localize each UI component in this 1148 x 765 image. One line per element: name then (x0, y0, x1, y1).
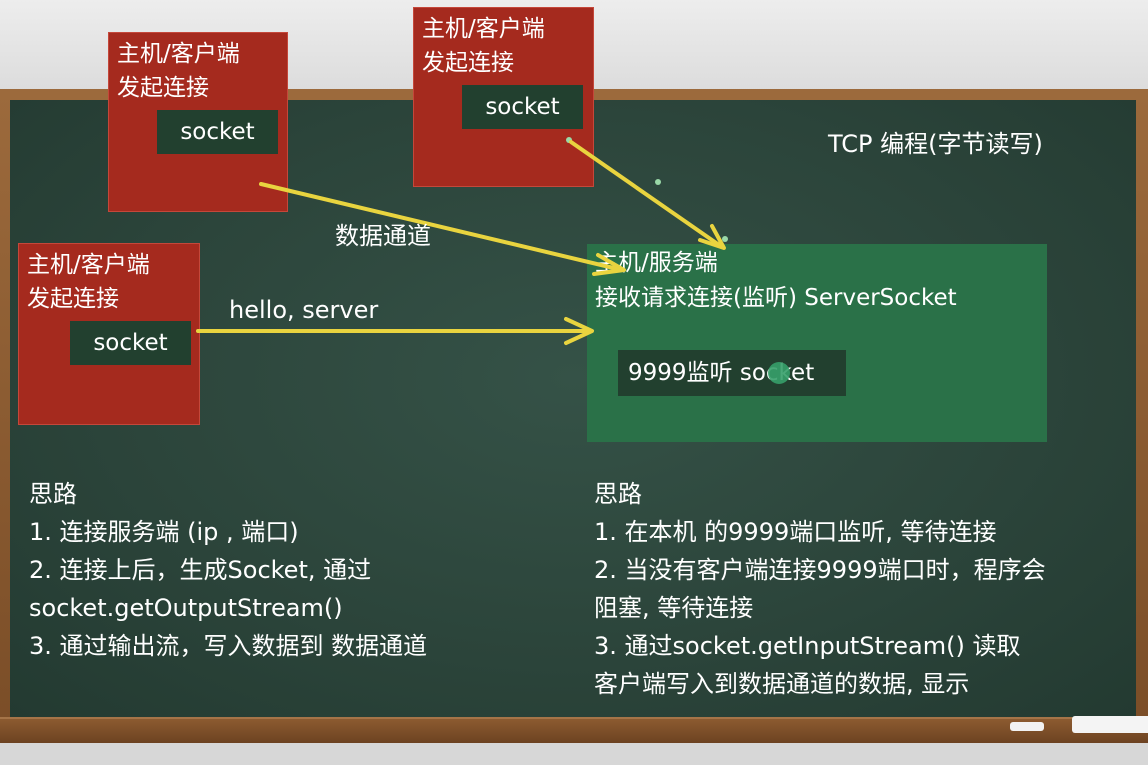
client-2-line2: 发起连接 (422, 50, 514, 76)
client-1-line1: 主机/客户端 (117, 41, 240, 67)
client-2-line1: 主机/客户端 (422, 16, 545, 42)
laser-dot (655, 179, 661, 185)
server-note-heading: 思路 (594, 480, 642, 508)
arrow-end-dot (722, 236, 728, 242)
arrow-client2-to-server (569, 140, 724, 249)
client-note-line: socket.getOutputStream() (29, 594, 343, 622)
client-box-1: 主机/客户端 发起连接 socket (108, 32, 288, 212)
arrow-client2-head (698, 224, 726, 250)
server-notes: 思路 1. 在本机 的9999端口监听, 等待连接 2. 当没有客户端连接999… (594, 475, 1046, 703)
client-note-line: 2. 连接上后，生成Socket, 通过 (29, 556, 372, 584)
client-3-socket: socket (70, 321, 191, 365)
client-note-heading: 思路 (29, 480, 77, 508)
client-notes: 思路 1. 连接服务端 (ip , 端口) 2. 连接上后，生成Socket, … (29, 475, 427, 665)
diagram-title: TCP 编程(字节读写) (828, 130, 1043, 158)
arrow-start-dot (566, 137, 572, 143)
client-box-3: 主机/客户端 发起连接 socket (18, 243, 200, 425)
arrow-client1-head (592, 253, 626, 276)
cursor-marker (768, 362, 790, 384)
client-1-line2: 发起连接 (117, 75, 209, 101)
server-note-line: 3. 通过socket.getInputStream() 读取 (594, 632, 1021, 660)
client-1-socket: socket (157, 110, 278, 154)
eraser (1072, 716, 1148, 733)
arrow-client1-to-server (259, 182, 624, 272)
server-note-line: 1. 在本机 的9999端口监听, 等待连接 (594, 518, 997, 546)
data-channel-label: 数据通道 (335, 222, 431, 250)
client-note-line: 1. 连接服务端 (ip , 端口) (29, 518, 299, 546)
floor (0, 743, 1148, 765)
client-note-line: 3. 通过输出流，写入数据到 数据通道 (29, 632, 428, 660)
client-3-title: 主机/客户端 发起连接 (27, 248, 150, 316)
client-2-title: 主机/客户端 发起连接 (422, 12, 545, 80)
server-title: 主机/服务端 接收请求连接(监听) ServerSocket (595, 246, 957, 316)
client-3-line2: 发起连接 (27, 286, 119, 312)
server-note-line: 阻塞, 等待连接 (594, 594, 754, 622)
client-2-socket: socket (462, 85, 583, 129)
arrow-client3-head (564, 317, 594, 345)
server-note-line: 2. 当没有客户端连接9999端口时，程序会 (594, 556, 1046, 584)
server-note-line: 客户端写入到数据通道的数据, 显示 (594, 670, 970, 698)
chalk-piece (1010, 722, 1044, 731)
client-3-line1: 主机/客户端 (27, 252, 150, 278)
server-box: 主机/服务端 接收请求连接(监听) ServerSocket 9999监听 so… (587, 244, 1047, 442)
client-box-2: 主机/客户端 发起连接 socket (413, 7, 594, 187)
server-line2: 接收请求连接(监听) ServerSocket (595, 285, 957, 311)
chalk-tray (0, 717, 1148, 745)
client-1-title: 主机/客户端 发起连接 (117, 37, 240, 105)
message-label: hello, server (229, 296, 379, 324)
